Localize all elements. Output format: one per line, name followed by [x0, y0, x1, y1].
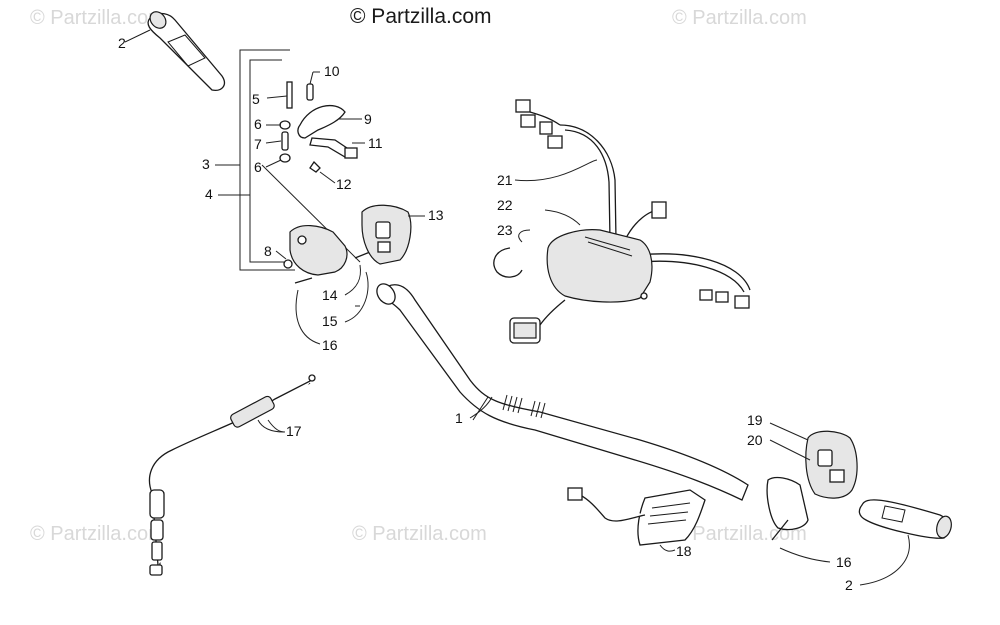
callout-5: 5 — [252, 91, 260, 107]
heater-element-part — [567, 487, 706, 552]
callout-20: 20 — [747, 432, 763, 448]
left-grip-part — [124, 11, 226, 91]
callout-10: 10 — [324, 63, 340, 79]
callout-2-left: 2 — [118, 35, 126, 51]
watermark-bottom-center: © Partzilla.com — [352, 523, 487, 545]
watermark-header: © Partzilla.com — [350, 5, 492, 28]
callout-21: 21 — [497, 172, 513, 188]
callout-17: 17 — [286, 423, 302, 439]
callout-labels: 2 5 10 6 9 7 11 3 6 12 4 13 8 14 15 16 2… — [118, 35, 853, 593]
callout-16-right: 16 — [836, 554, 852, 570]
handlebar-part — [376, 283, 749, 501]
watermark-top-right: © Partzilla.com — [672, 7, 807, 29]
callout-8: 8 — [264, 243, 272, 259]
wiring-harness-part — [509, 99, 751, 344]
callout-2-right: 2 — [845, 577, 853, 593]
callout-6-bottom: 6 — [254, 159, 262, 175]
callout-4: 4 — [205, 186, 213, 202]
throttle-cable-part — [148, 374, 316, 576]
callout-7: 7 — [254, 136, 262, 152]
watermark-bottom-left: © Partzilla.com — [30, 523, 165, 545]
right-grip-part — [858, 499, 952, 586]
callout-3: 3 — [202, 156, 210, 172]
callout-15: 15 — [322, 313, 338, 329]
clip-part — [493, 229, 531, 278]
right-switch-housing — [766, 422, 858, 563]
callout-22: 22 — [497, 197, 513, 213]
callout-14: 14 — [322, 287, 338, 303]
callout-12: 12 — [336, 176, 352, 192]
callout-9: 9 — [364, 111, 372, 127]
watermark-top-left: © Partzilla.com — [30, 7, 165, 29]
left-switch-housing — [361, 204, 425, 265]
callout-18: 18 — [676, 543, 692, 559]
callout-23: 23 — [497, 222, 513, 238]
misc-leaders — [257, 396, 493, 433]
brake-lever-housing — [275, 225, 371, 284]
callout-1: 1 — [455, 410, 463, 426]
callout-19: 19 — [747, 412, 763, 428]
callout-13: 13 — [428, 207, 444, 223]
bracket-lines — [215, 49, 295, 271]
throttle-lever-assembly — [261, 71, 365, 263]
callout-6-top: 6 — [254, 116, 262, 132]
callout-16-left: 16 — [322, 337, 338, 353]
callout-11: 11 — [368, 135, 383, 151]
cover-part — [546, 229, 653, 303]
leaders-14-16 — [295, 264, 369, 345]
